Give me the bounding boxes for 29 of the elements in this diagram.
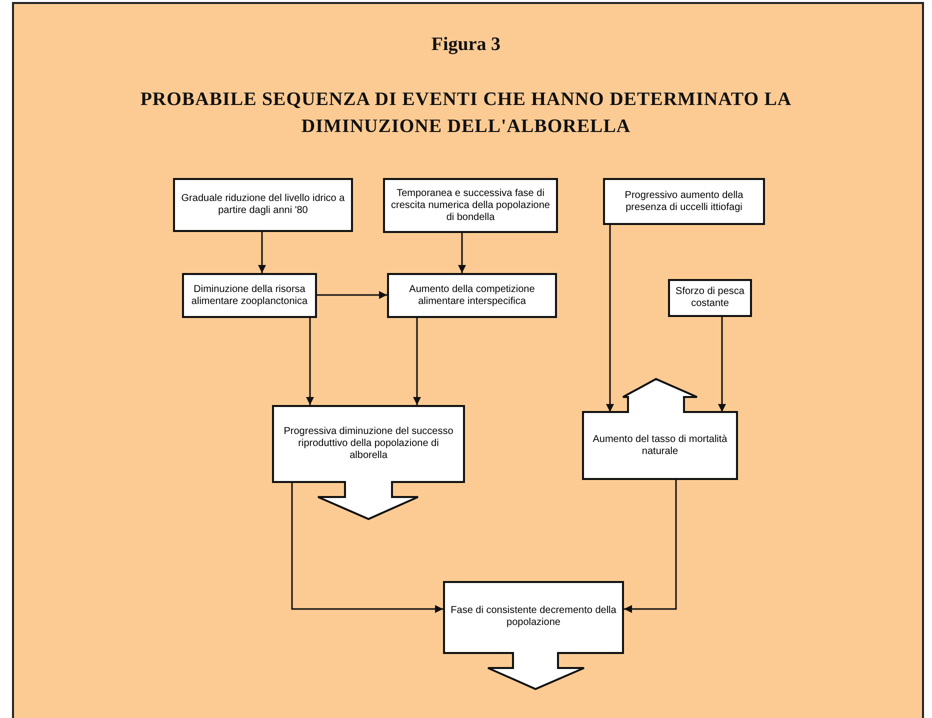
box-text: Progressiva diminuzione del successo riproduttivo della popolazione di alborella [282, 426, 454, 462]
arrow [606, 225, 614, 412]
arrow [413, 318, 421, 405]
process-box [173, 178, 353, 232]
box-text: Sforzo di pesca costante [674, 286, 746, 310]
box-text: Aumento della competizione alimentare interspecifica [408, 284, 536, 308]
process-box-with-down-arrow [443, 581, 624, 690]
arrow [306, 318, 314, 405]
process-box [387, 273, 557, 318]
process-box [668, 279, 752, 317]
arrow [258, 232, 266, 273]
arrow [317, 291, 387, 299]
box-text: Progressivo aumento della presenza di uccelli ittiofagi [624, 190, 744, 214]
process-box [603, 178, 765, 225]
arrow [624, 480, 677, 613]
figure-title: Figura 3 [430, 34, 502, 56]
process-box-with-up-arrow [582, 378, 738, 480]
process-box [182, 273, 317, 318]
box-text: Aumento del tasso di mortalità naturale [592, 434, 728, 458]
arrow [291, 482, 443, 613]
box-text: Graduale riduzione del livello idrico a partire dagli anni '80 [180, 193, 346, 217]
process-box [383, 178, 558, 233]
box-text: Diminuzione della risorsa alimentare zooplanctonica [190, 284, 309, 308]
diagram-heading: PROBABILE SEQUENZA DI EVENTI CHE HANNO DETERMINATO LA DIMINUZIONE DELL'ALBORELLA [139, 88, 793, 139]
box-text: Temporanea e successiva fase di crescita numerica della popolazione di bondella [390, 188, 551, 224]
box-text: Fase di consistente decremento della popolazione [450, 605, 618, 629]
process-box-with-down-arrow [272, 405, 465, 520]
arrow [458, 233, 466, 273]
arrow [718, 317, 726, 412]
